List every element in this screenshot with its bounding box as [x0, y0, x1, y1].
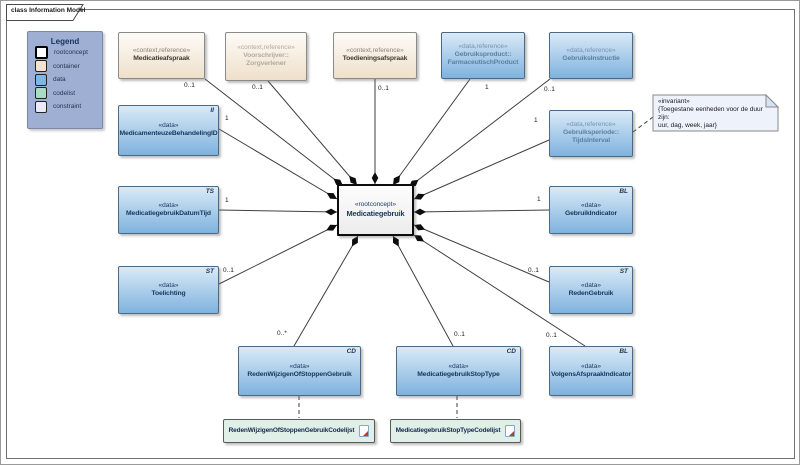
- legend-item-container: container: [35, 60, 102, 74]
- constraint-swatch: [35, 100, 47, 113]
- diagram-title: class Information Model: [11, 7, 86, 14]
- node-toedieningsafspraak[interactable]: «context,reference» Toedieningsafspraak: [333, 32, 417, 79]
- legend-title: Legend: [50, 37, 80, 46]
- connector-farmaceutischproduct[interactable]: [392, 78, 471, 186]
- container-swatch: [35, 60, 47, 73]
- connector-invariant-note[interactable]: [632, 116, 654, 133]
- connector-redenwijzigen[interactable]: [293, 235, 359, 347]
- node-medicatieafspraak[interactable]: «context,reference» Medicatieafspraak: [118, 32, 205, 79]
- node-farmaceutischproduct[interactable]: «data,reference» Gebruiksproduct:: Farma…: [441, 32, 525, 79]
- invariant-note[interactable]: «invariant» {Toegestane eenheden voor de…: [658, 98, 763, 130]
- multiplicity-label: 0..1: [184, 82, 195, 89]
- connector-medicatiegebruikdatumtijd[interactable]: [218, 208, 338, 216]
- diagram-tab: [6, 4, 84, 21]
- legend-item-codelist: codelist: [35, 87, 102, 101]
- connector-stoptype[interactable]: [392, 235, 454, 347]
- node-zorgverlener[interactable]: «context,reference» Voorschrijver:: Zorg…: [225, 32, 307, 81]
- connector-volgensafspraakindicator[interactable]: [413, 234, 586, 347]
- multiplicity-label: 1: [225, 197, 229, 204]
- node-gebruiksinstructie[interactable]: «data,reference» GebruiksInstructie: [549, 32, 633, 79]
- node-redenwijzigenofstoppengebruik[interactable]: CD «data» RedenWijzigenOfStoppenGebruik: [238, 346, 361, 396]
- multiplicity-label: 0..1: [223, 267, 234, 274]
- connector-toelichting[interactable]: [218, 224, 338, 285]
- note-fold-icon: [765, 93, 780, 108]
- connector-tijdsinterval[interactable]: [413, 139, 550, 200]
- multiplicity-label: 0..1: [546, 332, 557, 339]
- multiplicity-label: 0..*: [277, 330, 287, 337]
- codelist-document-icon: [505, 425, 516, 437]
- legend-item-rootconcept: rootconcept: [35, 46, 102, 60]
- node-medicatiegebruikstoptypecodelijst[interactable]: MedicatiegebruikStopTypeCodelijst: [390, 419, 521, 443]
- multiplicity-label: 0..1: [528, 267, 539, 274]
- connector-gebruikindicator[interactable]: [413, 208, 550, 216]
- multiplicity-label: 0..1: [252, 84, 263, 91]
- node-toelichting[interactable]: ST «data» Toelichting: [118, 266, 219, 314]
- diagram-frame: [6, 9, 795, 459]
- multiplicity-label: 0..1: [378, 85, 389, 92]
- connector-medicatieafspraak[interactable]: [204, 78, 344, 187]
- connector-gebruiksinstructie[interactable]: [408, 78, 551, 188]
- codelist-swatch: [35, 87, 47, 100]
- node-tijdsinterval[interactable]: «data,reference» Gebruiksperiode:: Tijds…: [549, 110, 633, 157]
- multiplicity-label: 1: [537, 196, 541, 203]
- node-redenwijzigenofstoppengebruikcodelijst[interactable]: RedenWijzigenOfStoppenGebruikCodelijst: [223, 419, 375, 443]
- node-medicatiegebruikdatumtijd[interactable]: TS «data» MedicatiegebruikDatumTijd: [118, 186, 219, 234]
- codelist-document-icon: [359, 425, 370, 437]
- rootconcept-swatch: [35, 46, 48, 60]
- connector-zorgverlener[interactable]: [267, 80, 358, 186]
- connector-redengebruik[interactable]: [413, 224, 550, 283]
- connector-medicamenteuzebehandelingid[interactable]: [218, 128, 338, 200]
- node-volgensafspraakindicator[interactable]: BL «data» VolgensAfspraakIndicator: [549, 346, 633, 396]
- node-gebruikindicator[interactable]: BL «data» GebruikIndicator: [549, 186, 633, 234]
- node-redengebruik[interactable]: ST «data» RedenGebruik: [549, 266, 633, 314]
- multiplicity-label: 0..1: [454, 331, 465, 338]
- node-medicatiegebruikstoptype[interactable]: CD «data» MedicatiegebruikStopType: [396, 346, 521, 396]
- multiplicity-label: 1: [225, 115, 229, 122]
- legend-item-data: data: [35, 73, 102, 87]
- node-medicatiegebruik-rootconcept[interactable]: «rootconcept» Medicatiegebruik: [337, 184, 414, 236]
- node-medicamenteuzebehandelingid[interactable]: II «data» MedicamenteuzeBehandelingID: [118, 105, 219, 156]
- note-shape[interactable]: [652, 94, 779, 132]
- multiplicity-label: 0..1: [544, 86, 555, 93]
- multiplicity-label: 1: [534, 117, 538, 124]
- multiplicity-label: 1: [485, 84, 489, 91]
- legend: Legend rootconcept container data codeli…: [27, 31, 103, 129]
- legend-item-constraint: constraint: [35, 100, 102, 114]
- data-swatch: [35, 73, 47, 86]
